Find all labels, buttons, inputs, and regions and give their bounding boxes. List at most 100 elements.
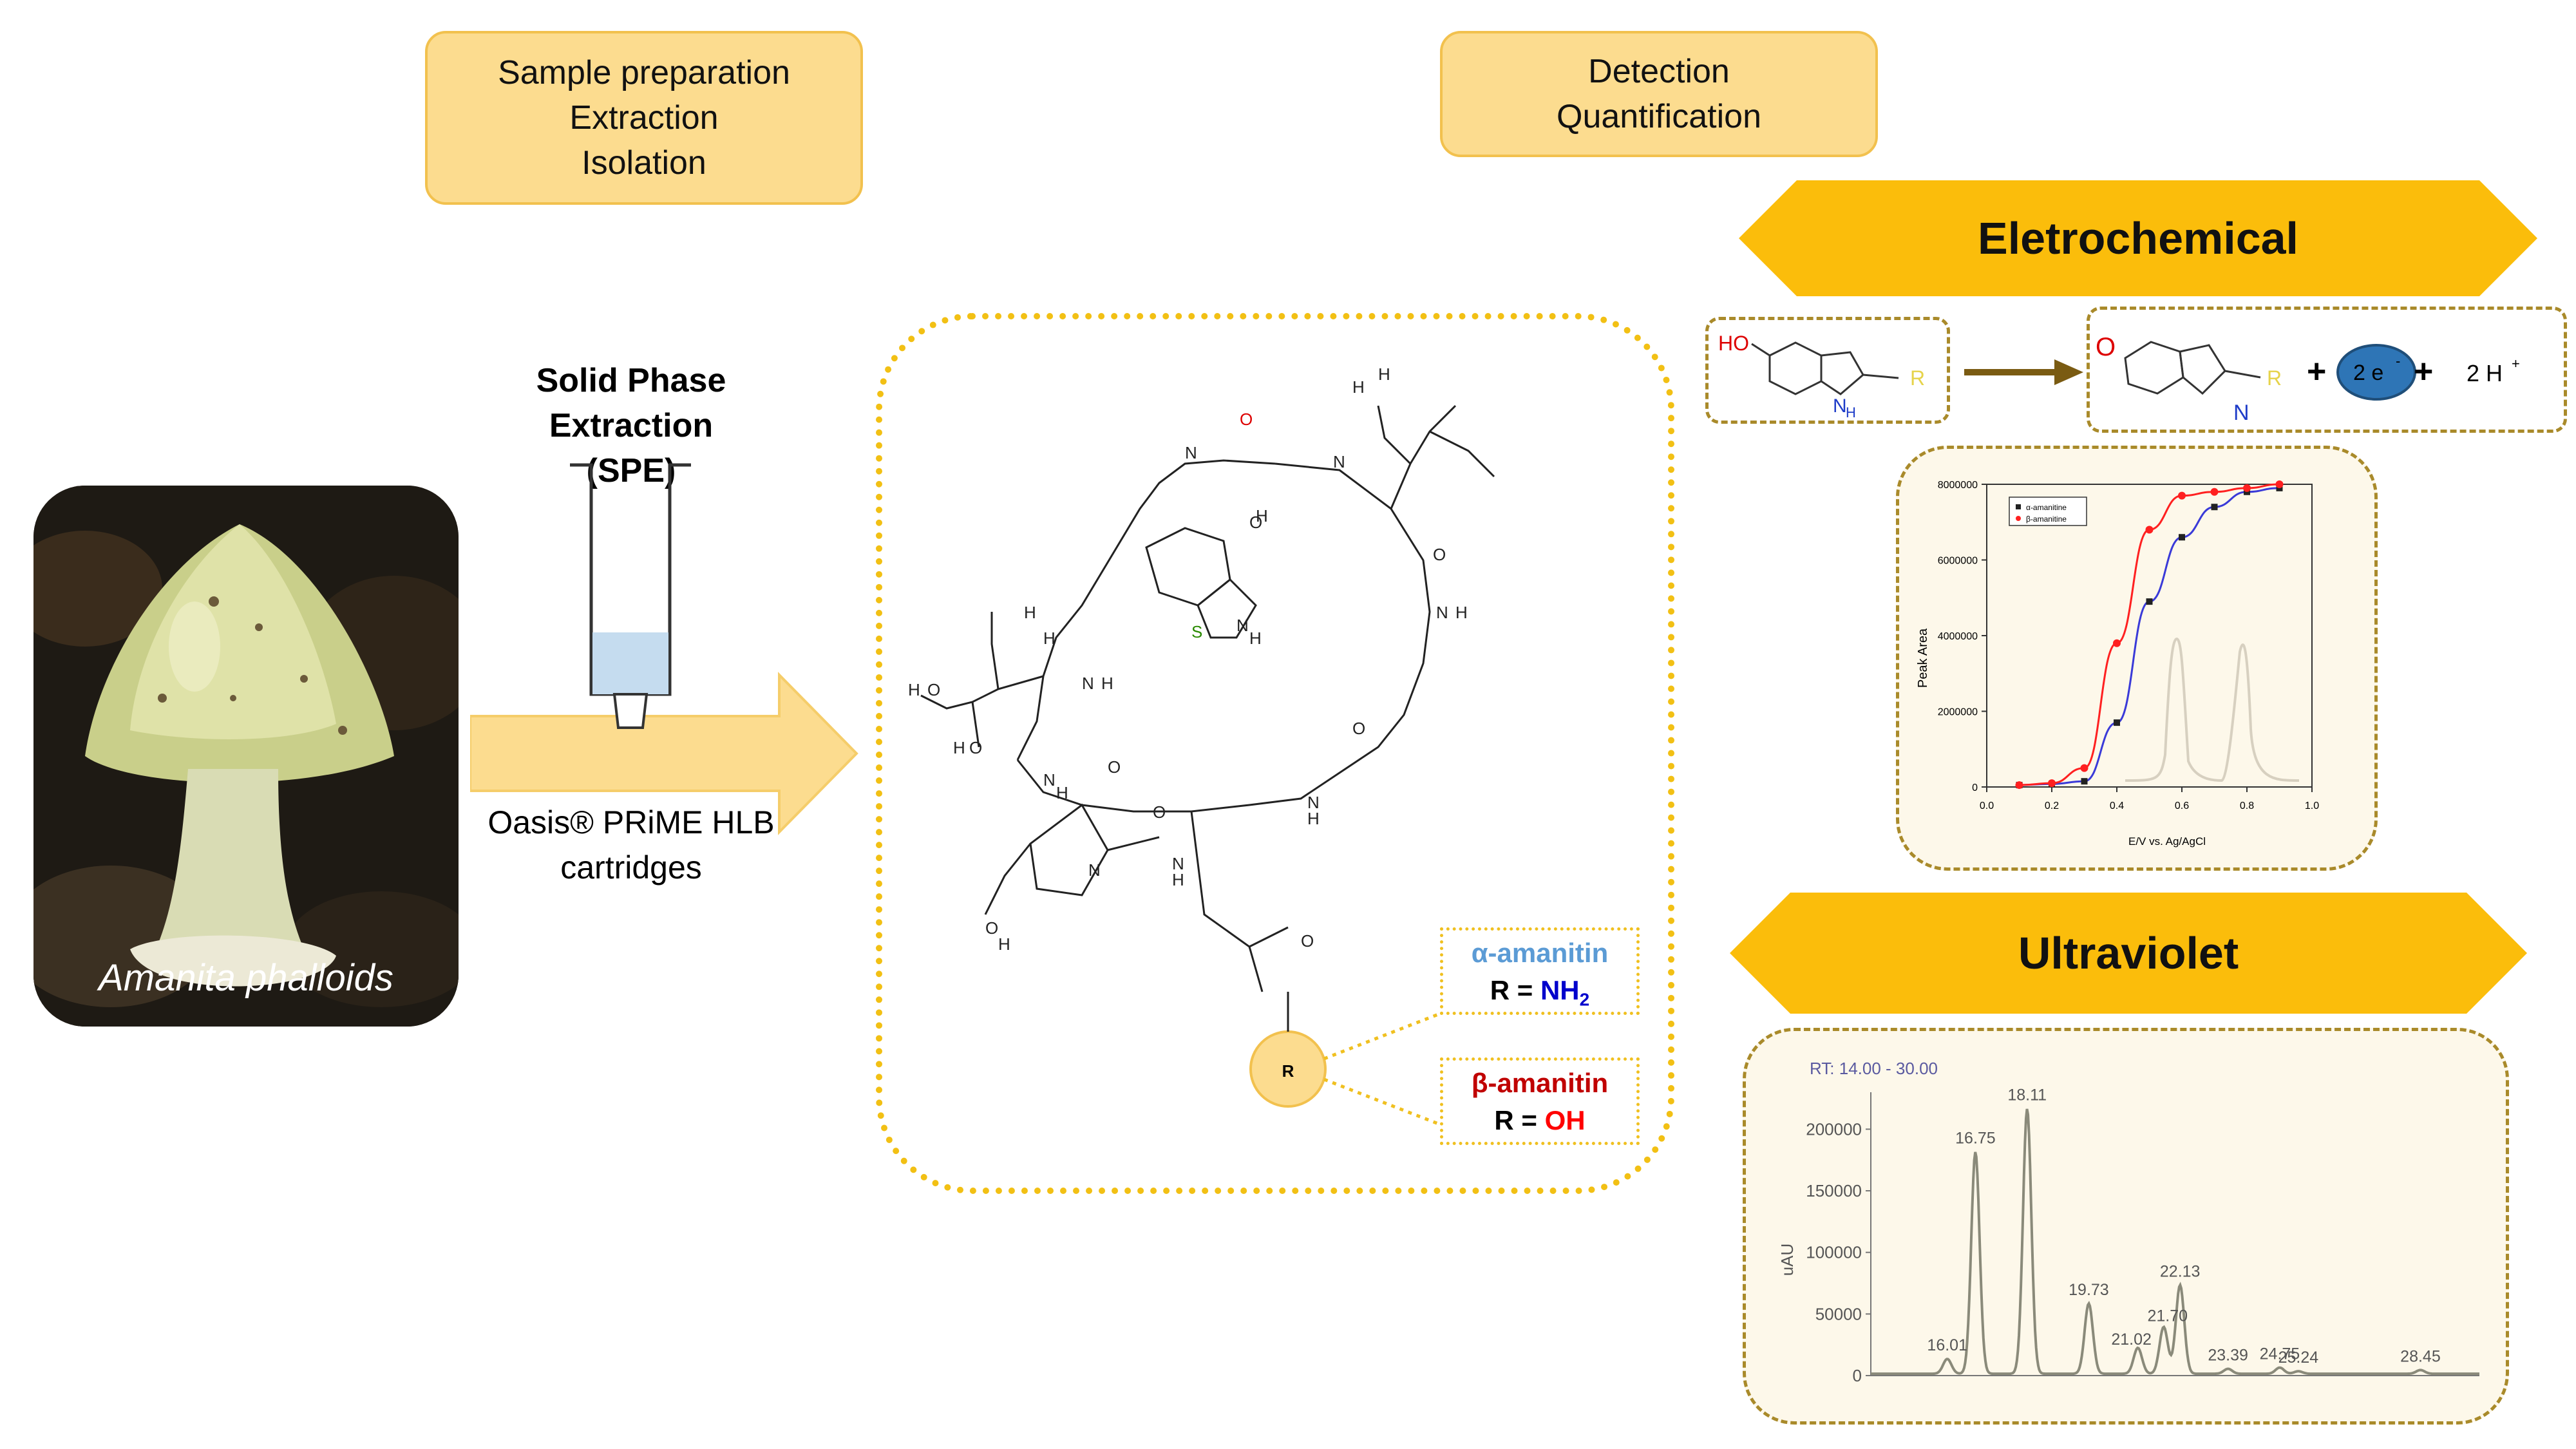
spe-sorbent [592, 632, 668, 694]
svg-text:O: O [1301, 931, 1314, 951]
voltammetry-ylabel: Peak Area [1916, 628, 1930, 688]
legend-box [2009, 497, 2087, 526]
voltammetry-panel [1896, 446, 2378, 871]
alpha-amanitin-name: α-amanitin [1471, 938, 1609, 968]
electrochemical-banner: Eletrochemical [1739, 180, 2537, 296]
cartridge-line-1: Oasis® PRiME HLB [488, 804, 775, 840]
series-point [2146, 598, 2153, 605]
svg-text:N: N [1043, 770, 1056, 790]
svg-text:H: H [998, 934, 1010, 954]
peak-label: 16.75 [1955, 1130, 1996, 1148]
detection-line-1: Detection [1588, 53, 1730, 90]
cartridge-line-2: cartridges [560, 849, 702, 886]
banner-shape [1730, 893, 2527, 1014]
series-point [2243, 484, 2251, 492]
photo-caption: Amanita phalloids [99, 957, 393, 999]
plus-1: + [2307, 353, 2326, 390]
beta-r-value: OH [1544, 1105, 1586, 1135]
reaction-arrow [1964, 359, 2083, 385]
reactant-structure: HO R N H [1718, 332, 1925, 421]
x-tick-label: 0.6 [2175, 800, 2189, 811]
peak-label: 16.01 [1927, 1336, 1967, 1354]
y-tick-label: 4000000 [1938, 631, 1978, 642]
ultraviolet-banner: Ultraviolet [1730, 893, 2527, 1014]
y-tick-label: 0 [1972, 782, 1978, 793]
svg-text:N: N [1236, 616, 1249, 635]
series-point [2275, 480, 2284, 488]
svg-text:O: O [1352, 719, 1365, 738]
x-tick-label: 1.0 [2305, 800, 2319, 811]
beta-amanitin-name: β-amanitin [1471, 1068, 1609, 1098]
spe-title-line-2: (SPE) [586, 452, 676, 489]
x-tick-label: 0.8 [2240, 800, 2254, 811]
svg-text:O: O [1240, 410, 1253, 429]
svg-text:O: O [1249, 513, 1262, 532]
series-point [2114, 719, 2120, 726]
svg-text:O: O [1433, 545, 1446, 564]
y-tick-label: 0 [1853, 1366, 1862, 1385]
series-point [2179, 534, 2185, 541]
electron-sup: - [2396, 353, 2400, 369]
svg-text:H: H [953, 738, 965, 757]
svg-text:O: O [985, 918, 998, 938]
spe-title: Solid Phase Extraction (SPE) [451, 358, 811, 493]
svg-text:N: N [1185, 443, 1197, 462]
ultraviolet-label: Ultraviolet [2018, 928, 2239, 978]
svg-text:O: O [927, 680, 940, 699]
y-tick-label: 2000000 [1938, 707, 1978, 718]
sample-prep-box: Sample preparation Extraction Isolation [425, 31, 863, 205]
beta-r-prefix: R = [1494, 1105, 1545, 1135]
series-point [2210, 488, 2219, 496]
y-tick-label: 150000 [1806, 1181, 1862, 1200]
svg-text:H: H [1043, 629, 1056, 648]
peak-label: 25.24 [2278, 1349, 2319, 1367]
reactant-h: H [1846, 404, 1856, 421]
x-tick-label: 0.0 [1980, 800, 1994, 811]
svg-text:H: H [908, 680, 920, 699]
peak-label: 19.73 [2069, 1281, 2109, 1299]
chromatogram-trace [1871, 1108, 2479, 1376]
svg-text:H: H [1256, 506, 1268, 526]
sample-prep-line-3: Isolation [582, 144, 706, 182]
y-tick-label: 100000 [1806, 1243, 1862, 1262]
svg-text:N: N [1307, 793, 1320, 812]
proton-sup: + [2512, 355, 2520, 372]
product-o: O [2096, 333, 2116, 361]
series-point [2145, 526, 2154, 534]
molecule-frame [876, 313, 1674, 1194]
y-tick-label: 200000 [1806, 1119, 1862, 1139]
svg-text:H: H [1172, 870, 1184, 889]
sample-prep-line-2: Extraction [569, 99, 719, 137]
alpha-amanitin-box: α-amanitin R = NH2 [1440, 927, 1640, 1015]
product-structure: O R N + 2 e - + 2 H + [2096, 333, 2520, 425]
legend-entry: α-amanitine [2026, 503, 2067, 512]
svg-text:H: H [1378, 365, 1390, 384]
reactant-box [1705, 317, 1950, 424]
peak-label: 23.39 [2208, 1346, 2248, 1364]
legend-marker [2016, 516, 2021, 521]
series-point [2178, 491, 2186, 500]
series-line-1 [2019, 483, 2280, 786]
svg-text:N: N [1082, 674, 1094, 693]
peak-label: 24.75 [2260, 1345, 2300, 1363]
plus-2: + [2414, 353, 2433, 390]
amanita-image [33, 486, 459, 1027]
svg-text:H: H [1056, 783, 1068, 802]
product-box [2087, 307, 2567, 433]
product-r: R [2267, 366, 2282, 390]
reactant-oh: HO [1718, 332, 1749, 355]
svg-text:H: H [1249, 629, 1262, 648]
cartridge-label: Oasis® PRiME HLB cartridges [451, 800, 811, 890]
process-arrow [470, 672, 858, 835]
svg-text:N: N [1172, 854, 1184, 873]
series-point [2048, 779, 2056, 788]
detection-line-2: Quantification [1557, 98, 1761, 135]
chromatogram-title: RT: 14.00 - 30.00 [1810, 1059, 1938, 1078]
svg-text:H: H [1455, 603, 1468, 622]
chromatogram-chart: RT: 14.00 - 30.00 uAU 050000100000150000… [1777, 1059, 2479, 1385]
legend-marker [2016, 504, 2021, 509]
svg-text:N: N [1088, 860, 1101, 880]
